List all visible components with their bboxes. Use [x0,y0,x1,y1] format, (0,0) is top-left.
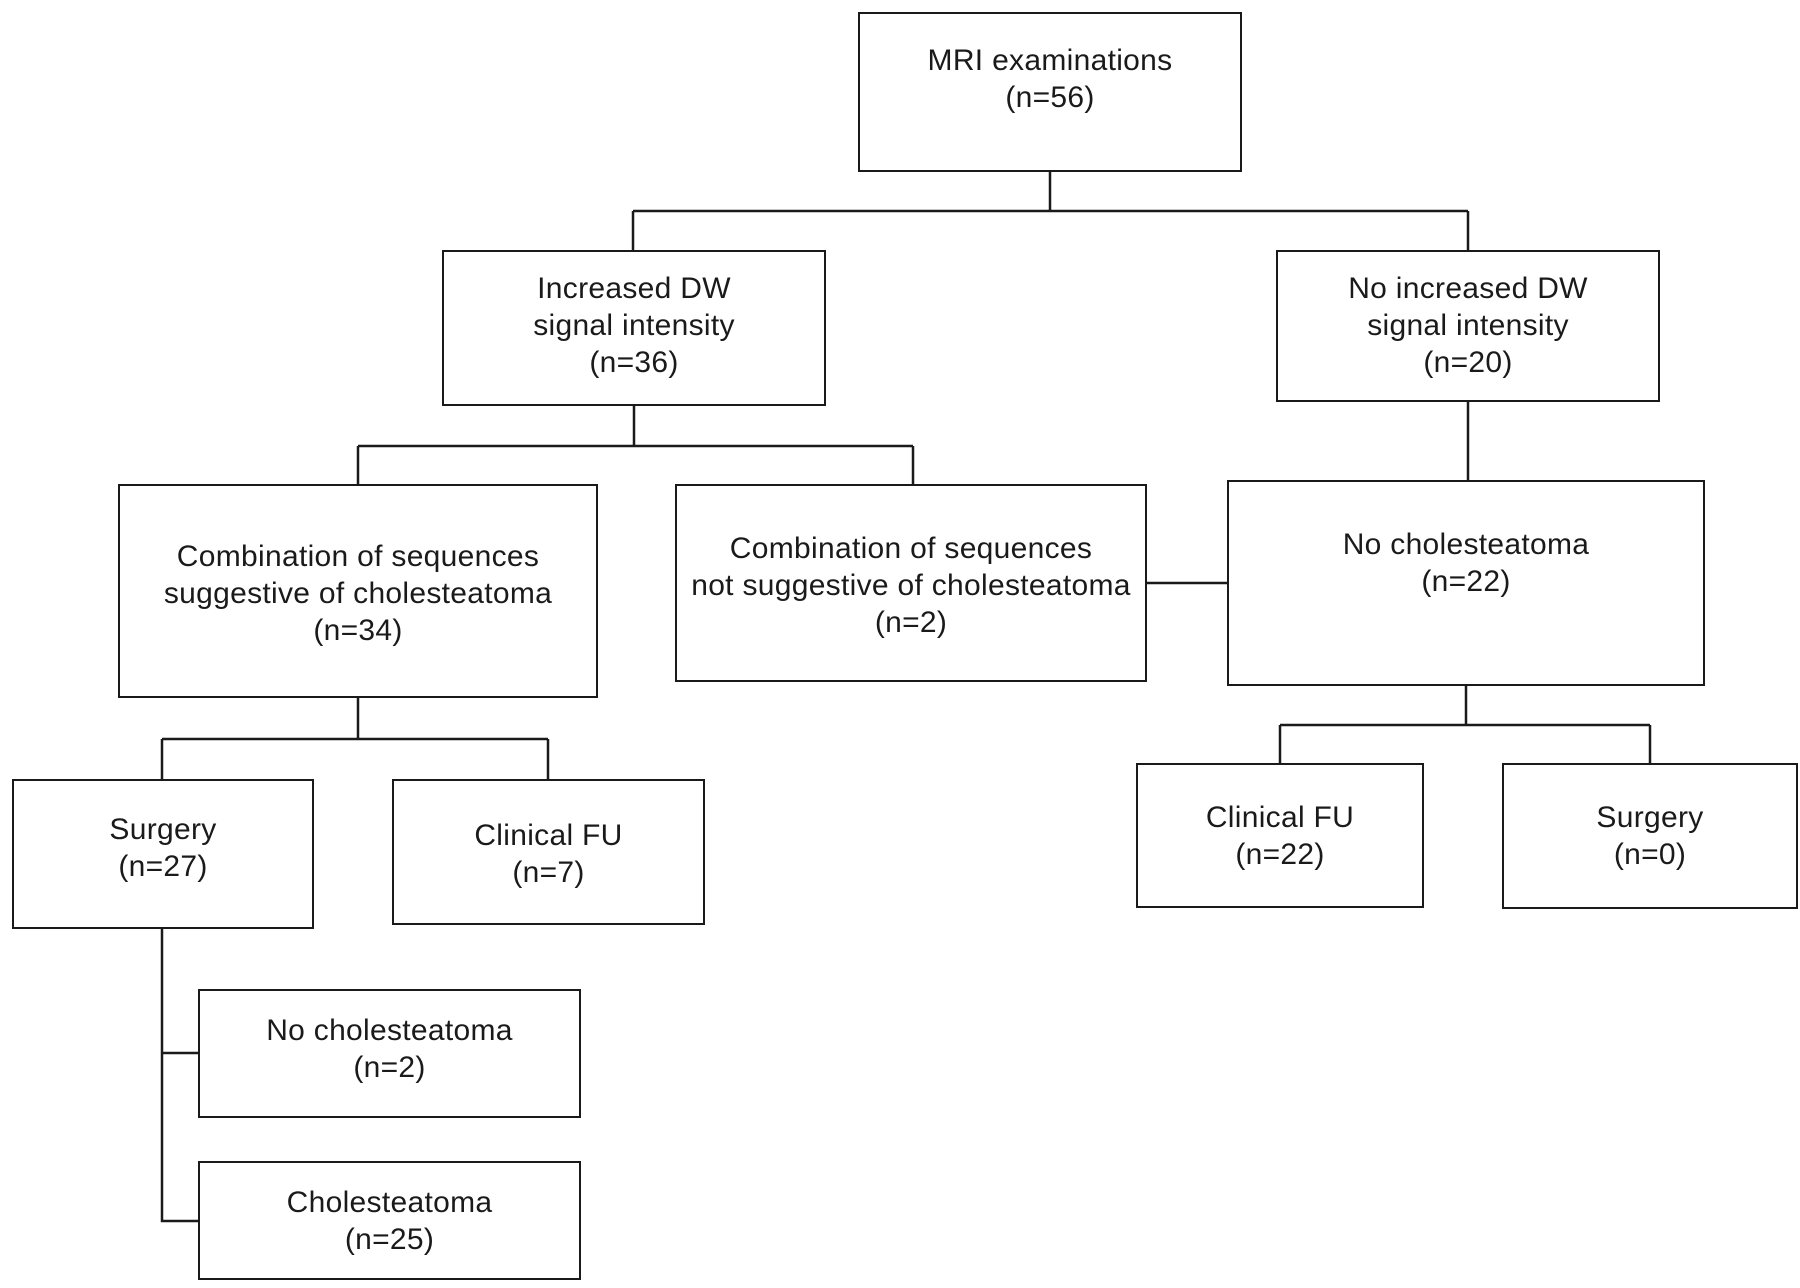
mri-examinations-count: (n=56) [1005,81,1095,114]
connector-nochol-split [1278,686,1652,763]
no-cholesteatoma-surgery-count: (n=2) [353,1051,426,1084]
clinical-fu-left-title: Clinical FU [474,819,623,852]
clinical-fu-left-count: (n=7) [512,856,585,889]
suggestive-box: Combination of sequences suggestive of c… [118,484,598,698]
increased-dw-line1: Increased DW [537,272,731,305]
increased-dw-box: Increased DW signal intensity (n=36) [442,250,826,406]
suggestive-line2: suggestive of cholesteatoma [163,577,553,610]
no-increased-dw-box: No increased DW signal intensity (n=20) [1276,250,1660,402]
no-increased-dw-line2: signal intensity [1367,309,1569,342]
mri-examinations-box: MRI examinations (n=56) [858,12,1242,172]
cholesteatoma-box: Cholesteatoma (n=25) [198,1161,581,1280]
surgery-left-title: Surgery [109,813,217,846]
surgery-right-box: Surgery (n=0) [1502,763,1798,909]
no-cholesteatoma-surgery-title: No cholesteatoma [266,1014,513,1047]
increased-dw-count: (n=36) [589,346,679,379]
no-cholesteatoma-box: No cholesteatoma (n=22) [1227,480,1705,686]
cholesteatoma-count: (n=25) [344,1223,435,1256]
no-cholesteatoma-count: (n=22) [1421,565,1511,598]
cholesteatoma-title: Cholesteatoma [286,1186,493,1219]
clinical-fu-right-title: Clinical FU [1205,801,1355,834]
clinical-fu-right-box: Clinical FU (n=22) [1136,763,1424,908]
no-cholesteatoma-title: No cholesteatoma [1342,528,1590,561]
connector-surgery-outcomes [160,929,198,1223]
no-increased-dw-count: (n=20) [1423,346,1513,379]
surgery-right-title: Surgery [1596,801,1704,834]
clinical-fu-left-box: Clinical FU (n=7) [392,779,705,925]
no-cholesteatoma-surgery-box: No cholesteatoma (n=2) [198,989,581,1118]
suggestive-count: (n=34) [313,614,403,647]
not-suggestive-line1: Combination of sequences [729,532,1093,565]
connector-suggestive-split [160,698,550,779]
connector-mri-split [631,172,1470,250]
not-suggestive-count: (n=2) [874,606,948,639]
increased-dw-line2: signal intensity [533,309,735,342]
surgery-left-count: (n=27) [118,850,208,883]
not-suggestive-box: Combination of sequences not suggestive … [675,484,1147,682]
not-suggestive-line2: not suggestive of cholesteatoma [691,569,1131,602]
mri-examinations-title: MRI examinations [927,44,1173,77]
surgery-left-box: Surgery (n=27) [12,779,314,929]
connector-increased-split [356,406,915,484]
surgery-right-count: (n=0) [1613,838,1687,871]
no-increased-dw-line1: No increased DW [1348,272,1588,305]
suggestive-line1: Combination of sequences [176,540,540,573]
clinical-fu-right-count: (n=22) [1235,838,1325,871]
